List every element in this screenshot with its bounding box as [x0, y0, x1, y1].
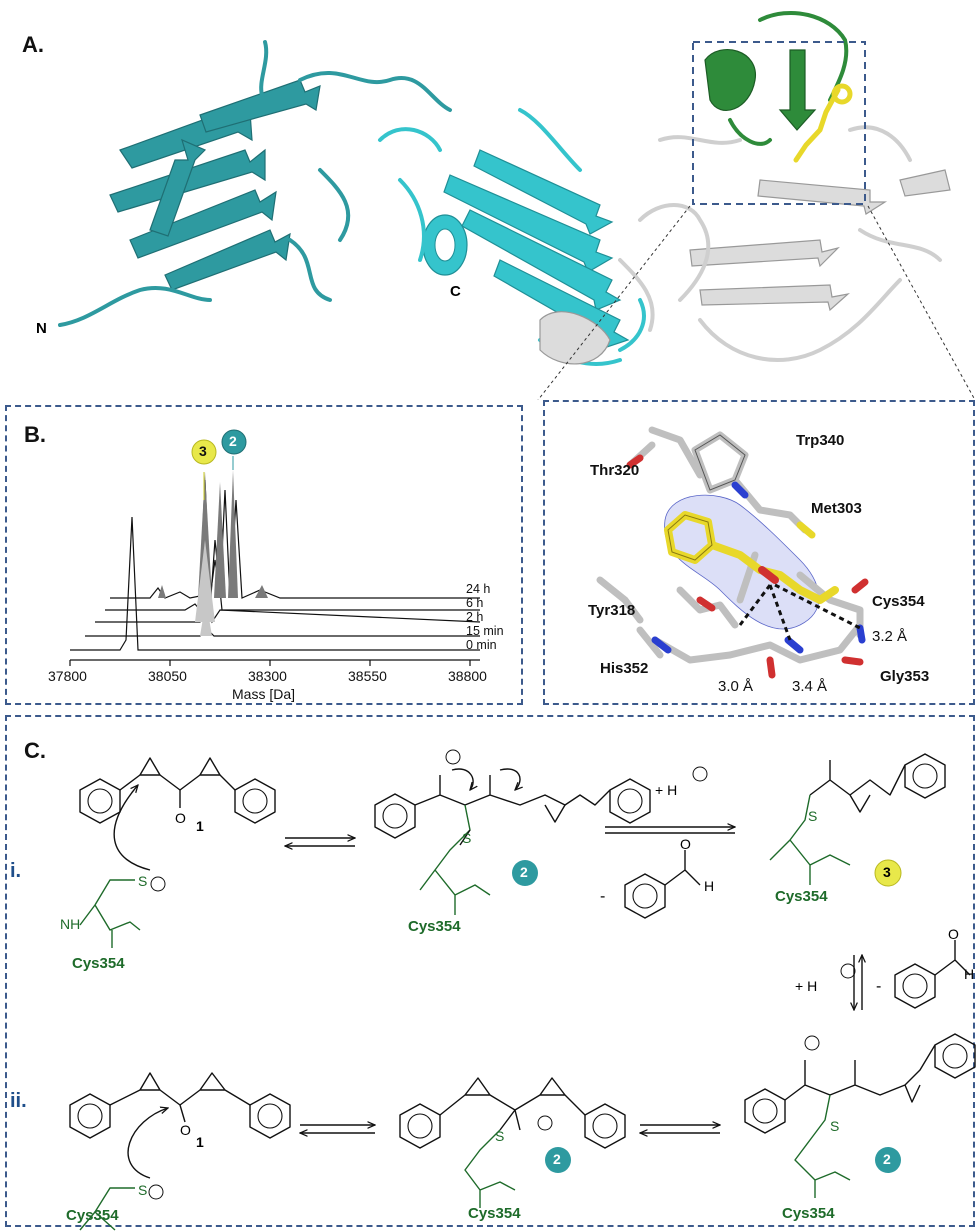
xtick-37800: 37800	[48, 668, 87, 684]
n-domain-ribbon	[109, 79, 321, 291]
minus-label-vertical: -	[876, 978, 882, 995]
n-domain-loops	[58, 40, 452, 327]
panel-b-label: B.	[24, 422, 46, 447]
panel-a-label: A.	[22, 32, 44, 57]
residue-tyr318: Tyr318	[588, 602, 636, 619]
compound-1-label-row-ii: 1	[196, 1134, 204, 1150]
adduct-3-ball	[874, 859, 902, 887]
spectrum-fill	[158, 470, 268, 598]
sulfur-row-i-mid: S	[462, 830, 472, 846]
residue-cys354: Cys354	[872, 593, 925, 610]
residue-trp340: Trp340	[796, 432, 845, 449]
marker-3-label: 3	[199, 443, 207, 459]
row-ii-label: ii.	[10, 1090, 27, 1112]
sulfur-row-ii-right: S	[830, 1118, 840, 1134]
carbonyl-o-row-i: O	[175, 810, 186, 826]
cys354-label-row-i-right: Cys354	[775, 888, 828, 905]
adduct-2-ball-row-ii-mid	[545, 1147, 571, 1173]
ligand-sticks	[793, 83, 853, 163]
time-label-15min: 15 min	[466, 624, 504, 638]
c-domain-ribbon	[422, 149, 630, 349]
compound-1-label-row-i: 1	[196, 818, 204, 834]
time-label-0min: 0 min	[466, 638, 497, 652]
cys354-label-row-ii-left: Cys354	[66, 1207, 119, 1224]
cys354-label-row-ii-mid: Cys354	[468, 1205, 521, 1222]
marker-3-ball	[191, 439, 217, 465]
distance-3-4: 3.4 Å	[792, 678, 828, 695]
sulfur-row-i-left: S	[138, 873, 148, 889]
xtick-38800: 38800	[448, 668, 487, 684]
sulfur-row-ii-mid: S	[495, 1128, 505, 1144]
adduct-2-label-row-i: 2	[520, 864, 528, 880]
panel-c-frame	[5, 715, 975, 1227]
xtick-38050: 38050	[148, 668, 187, 684]
c-domain-loops	[378, 108, 646, 366]
residue-met303: Met303	[811, 500, 862, 517]
active-site-frame	[543, 400, 975, 705]
sulfur-row-i-right: S	[808, 808, 818, 824]
adduct-2-ball-row-ii-right	[875, 1147, 901, 1173]
catalytic-domain-ribbon	[539, 169, 951, 365]
aldehyde-o-vertical: O	[948, 926, 959, 942]
panel-b-frame	[5, 405, 523, 705]
cys354-label-row-i-left: Cys354	[72, 955, 125, 972]
nh-row-i-left: NH	[60, 916, 81, 932]
minus-label-row-i: -	[600, 888, 606, 905]
x-axis-label: Mass [Da]	[232, 686, 296, 702]
marker-2-label: 2	[229, 433, 237, 449]
residue-his352: His352	[600, 660, 649, 677]
distance-3-2: 3.2 Å	[872, 628, 908, 645]
adduct-2-ball-row-i	[512, 860, 538, 886]
adduct-3-label: 3	[883, 864, 891, 880]
catalytic-domain-loops	[618, 125, 942, 362]
time-label-2h: 2 h	[466, 610, 484, 624]
cys354-label-row-i-mid: Cys354	[408, 918, 461, 935]
aldehyde-o-row-i: O	[680, 836, 691, 852]
xtick-38300: 38300	[248, 668, 287, 684]
aldehyde-h-row-i: H	[704, 878, 715, 894]
proton-label-vertical: + H	[795, 978, 818, 994]
distance-3-0: 3.0 Å	[718, 678, 754, 695]
aldehyde-h-vertical: H	[964, 966, 975, 982]
n-terminus-label: N	[36, 320, 47, 337]
active-site-sticks	[596, 426, 869, 679]
time-label-24h: 24 h	[466, 582, 491, 596]
time-label-6h: 6 h	[466, 596, 484, 610]
adduct-2-label-row-ii-right: 2	[883, 1151, 891, 1167]
proton-label-row-i: + H	[655, 782, 678, 798]
residue-gly353: Gly353	[880, 668, 930, 685]
green-subdomain	[704, 49, 817, 131]
mass-spectrum-stack	[69, 429, 481, 666]
adduct-2-label-row-ii-mid: 2	[553, 1151, 561, 1167]
residue-thr320: Thr320	[590, 462, 640, 479]
marker-2-ball	[221, 429, 247, 455]
xtick-38550: 38550	[348, 668, 387, 684]
protein-structure	[58, 11, 976, 400]
cys354-label-row-ii-right: Cys354	[782, 1205, 835, 1222]
panel-c-label: C.	[24, 738, 46, 763]
carbonyl-o-row-ii: O	[180, 1122, 191, 1138]
sulfur-row-ii-left: S	[138, 1182, 148, 1198]
row-i-label: i.	[10, 860, 22, 882]
c-terminus-label: C	[450, 283, 461, 300]
